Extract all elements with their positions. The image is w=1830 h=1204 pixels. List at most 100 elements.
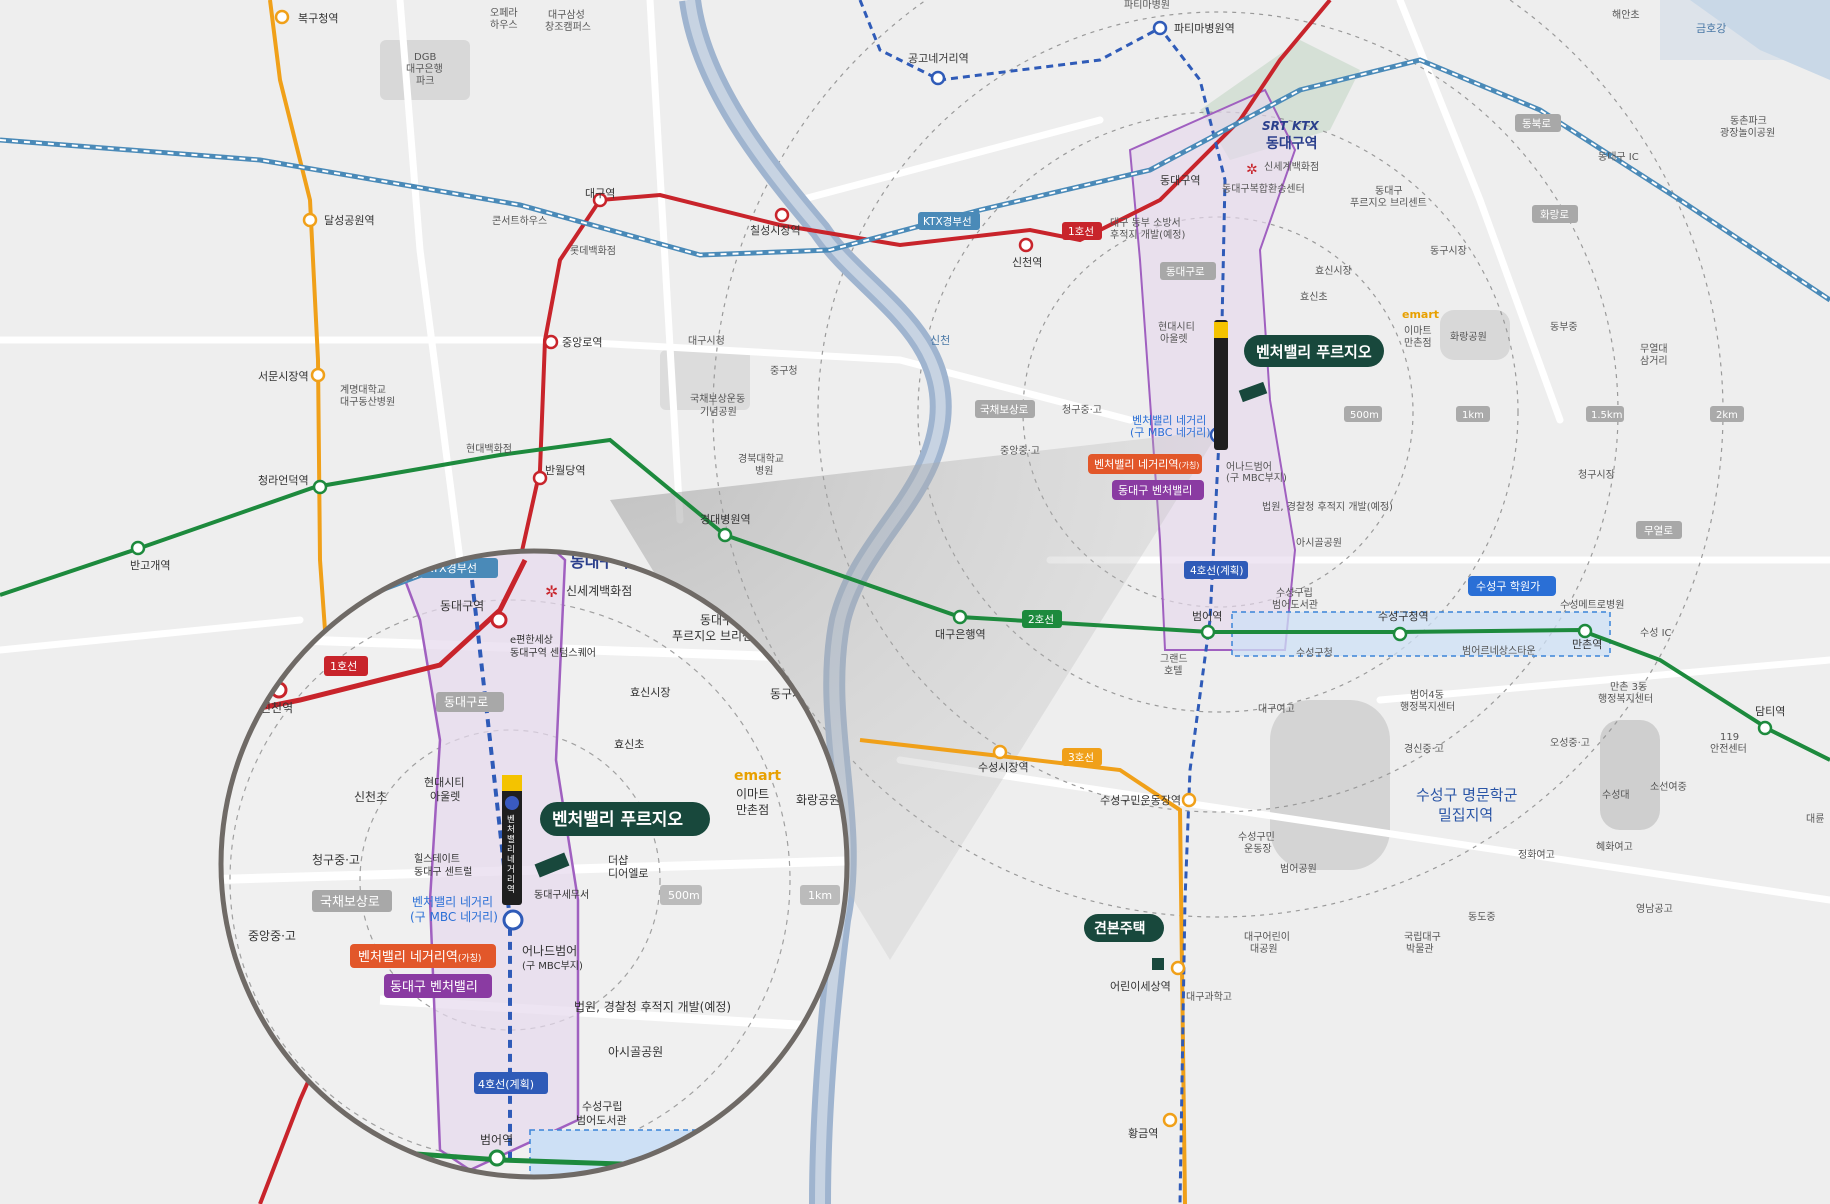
inset-hills: 힐스테이트 xyxy=(414,852,460,865)
poi-hyundai-outlet2: 아울렛 xyxy=(1160,333,1188,345)
shinsegae-star-icon: ✲ xyxy=(1246,162,1258,178)
station-banwoldang: 반월당역 xyxy=(545,464,585,477)
sign-char: 벤 xyxy=(507,814,515,825)
line2-tag: 2호선 xyxy=(1028,614,1054,626)
poi-gyeongsin: 경신중·고 xyxy=(1404,742,1444,755)
poi-opera2: 하우스 xyxy=(490,18,518,31)
inset-500m: 500m xyxy=(668,889,700,902)
poi-pureuji: 동대구 xyxy=(1375,185,1403,197)
dist-500m: 500m xyxy=(1350,410,1379,421)
poi-beomeo-town: 범어르네상스타운 xyxy=(1462,645,1536,657)
poi-gyemyeong2: 대구동산병원 xyxy=(340,396,395,408)
ktx-tag: KTX경부선 xyxy=(923,215,972,228)
station-suseongmarket: 수성시장역 xyxy=(978,761,1029,774)
poi-patima-hosp: 파티마병원 xyxy=(1124,0,1170,11)
inset-dongdaeguro: 동대구로 xyxy=(444,695,488,709)
sign-char: 리 xyxy=(507,875,515,885)
poi-donggu-market: 동구시장 xyxy=(1430,245,1467,257)
inset-hyundai2: 아울렛 xyxy=(430,790,460,803)
poi-beomeo-park: 범어공원 xyxy=(1280,863,1317,875)
poi-hyundai-outlet: 현대시티 xyxy=(1158,321,1195,333)
inset-hills2: 동대구 센트럴 xyxy=(414,865,472,878)
river-label-geumho: 금호강 xyxy=(1696,22,1726,35)
ktx-logo: KTX xyxy=(1292,119,1319,133)
inset-ehyeonhan2: 동대구역 센텀스퀘어 xyxy=(510,647,596,659)
poi-soseon: 소선여중 xyxy=(1650,781,1687,793)
poi-gukrip: 국립대구 xyxy=(1404,930,1441,943)
minor-roads xyxy=(0,0,1830,904)
poi-jeonghwa: 정화여고 xyxy=(1518,849,1555,861)
poi-asi: 아시골공원 xyxy=(1296,537,1342,549)
inset-zone xyxy=(388,551,580,1172)
river-geumho xyxy=(1690,0,1830,80)
poi-dgb: DGB xyxy=(414,52,436,63)
poi-dgb2: 대구은행 xyxy=(406,63,443,75)
road-dongdaegu-main: 동대구로 xyxy=(1166,266,1205,278)
distance-tags: 500m 1km 1.5km 2km xyxy=(1344,406,1744,422)
poi-hyoshin: 효신시장 xyxy=(1315,265,1352,277)
station-dalseong: 달성공원역 xyxy=(324,214,375,227)
inset-emart3: 만촌점 xyxy=(736,803,769,817)
station-labels: 복구청역 달성공원역 서문시장역 청라언덕역 반고개역 대구역 칠성시장역 신천… xyxy=(130,12,1785,1140)
inset-ehyeonhan: e편한세상 xyxy=(510,634,553,646)
dist-2km: 2km xyxy=(1716,410,1738,421)
poi-suseong-office: 수성구청 xyxy=(1296,647,1333,659)
poi-hyoshincho: 효신초 xyxy=(1300,291,1328,303)
line-tags: 1호선 2호선 3호선 4호선(계획) KTX경부선 xyxy=(918,212,1248,766)
line4-path xyxy=(858,0,1227,1204)
station-dots xyxy=(130,9,1773,1128)
inset-1km: 1km xyxy=(808,889,832,902)
inset-hwarang: 화랑공원 xyxy=(796,793,840,807)
poi-dongdaegu-ic: 동대구 IC xyxy=(1598,151,1639,163)
poi-suseong-ic: 수성 IC xyxy=(1640,627,1672,639)
inset-project-callout[interactable]: 벤처밸리 푸르지오 xyxy=(534,802,710,878)
inset-line4: 4호선(계획) xyxy=(478,1078,534,1091)
project-callout[interactable]: 벤처밸리 푸르지오 xyxy=(1238,335,1384,403)
poi-manchon3b: 행정복지센터 xyxy=(1598,693,1653,705)
poi-suseong-hosp: 수성메트로병원 xyxy=(1560,599,1624,611)
poi-samsung: 대구삼성 xyxy=(548,9,585,21)
venture-labels: 벤처밸리 네거리 (구 MBC 네거리) 벤처밸리 네거리역(가칭) 동대구 벤… xyxy=(1088,320,1228,500)
station-gyeongdae: 경대병원역 xyxy=(700,513,751,526)
poi-daeryun: 대륜 xyxy=(1806,813,1824,825)
road-tags: 동북로 화랑로 무열로 국채보상로 동대구로 xyxy=(975,114,1682,539)
academy-label: 수성구 학원가 xyxy=(1476,580,1540,593)
inset-cheonggu: 청구중·고 xyxy=(312,853,360,867)
station-patima: 파티마병원역 xyxy=(1174,22,1235,35)
poi-gukchae2: 기념공원 xyxy=(700,406,737,418)
sign-char: 역 xyxy=(507,884,515,895)
inset-srt: SRT xyxy=(565,535,596,551)
inset-newstation: 벤처밸리 네거리역(가칭) xyxy=(358,950,481,965)
inset-ktx: KTX xyxy=(600,535,632,551)
poi-labels: DGB 대구은행 파크 오페라 하우스 대구삼성 창조캠퍼스 콘서트하우스 롯데… xyxy=(340,0,1824,1003)
valley-badge: 동대구 벤처밸리 xyxy=(1118,484,1192,497)
inset-sincheon: 신천역 xyxy=(260,700,293,715)
poi-safety: 119 xyxy=(1720,732,1739,743)
poi-gyeongbuk: 경북대학교 xyxy=(738,452,784,465)
poi-concert: 콘서트하우스 xyxy=(492,214,547,227)
inset-project-name: 벤처밸리 푸르지오 xyxy=(552,810,683,830)
poi-opera: 오페라 xyxy=(490,7,518,19)
inset-theshop: 더샵 xyxy=(608,854,628,867)
academy-badge: 수성구 학원가 xyxy=(1468,576,1556,596)
inset-venture-sub: (구 MBC 네거리) xyxy=(410,910,498,924)
poi-samsung2: 창조캠퍼스 xyxy=(545,21,591,33)
poi-hyehwa: 혜화여고 xyxy=(1596,841,1633,853)
srt-logo: SRT xyxy=(1262,119,1288,133)
poi-eonadeu: 어나드범어 xyxy=(1226,461,1272,473)
poi-emart3: 만촌점 xyxy=(1404,337,1432,349)
sign-char: 네 xyxy=(507,855,515,865)
venture-station-sub: (구 MBC 네거리) xyxy=(1130,426,1211,439)
model-house-callout[interactable]: 견본주택 xyxy=(1084,914,1164,970)
poi-suseongdae: 수성대 xyxy=(1602,789,1630,801)
poi-gukrip2: 박물관 xyxy=(1406,943,1434,955)
line1-tag: 1호선 xyxy=(1068,226,1094,238)
poi-jungang-hs: 중앙중·고 xyxy=(1000,445,1040,457)
school-cluster-2: 밀집지역 xyxy=(1438,806,1493,824)
poi-eonadeu2: (구 MBC부지) xyxy=(1226,472,1287,484)
line4-tag: 4호선(계획) xyxy=(1190,565,1244,577)
sign-char: 거 xyxy=(507,865,515,875)
poi-library: 수성구립 xyxy=(1276,586,1313,599)
